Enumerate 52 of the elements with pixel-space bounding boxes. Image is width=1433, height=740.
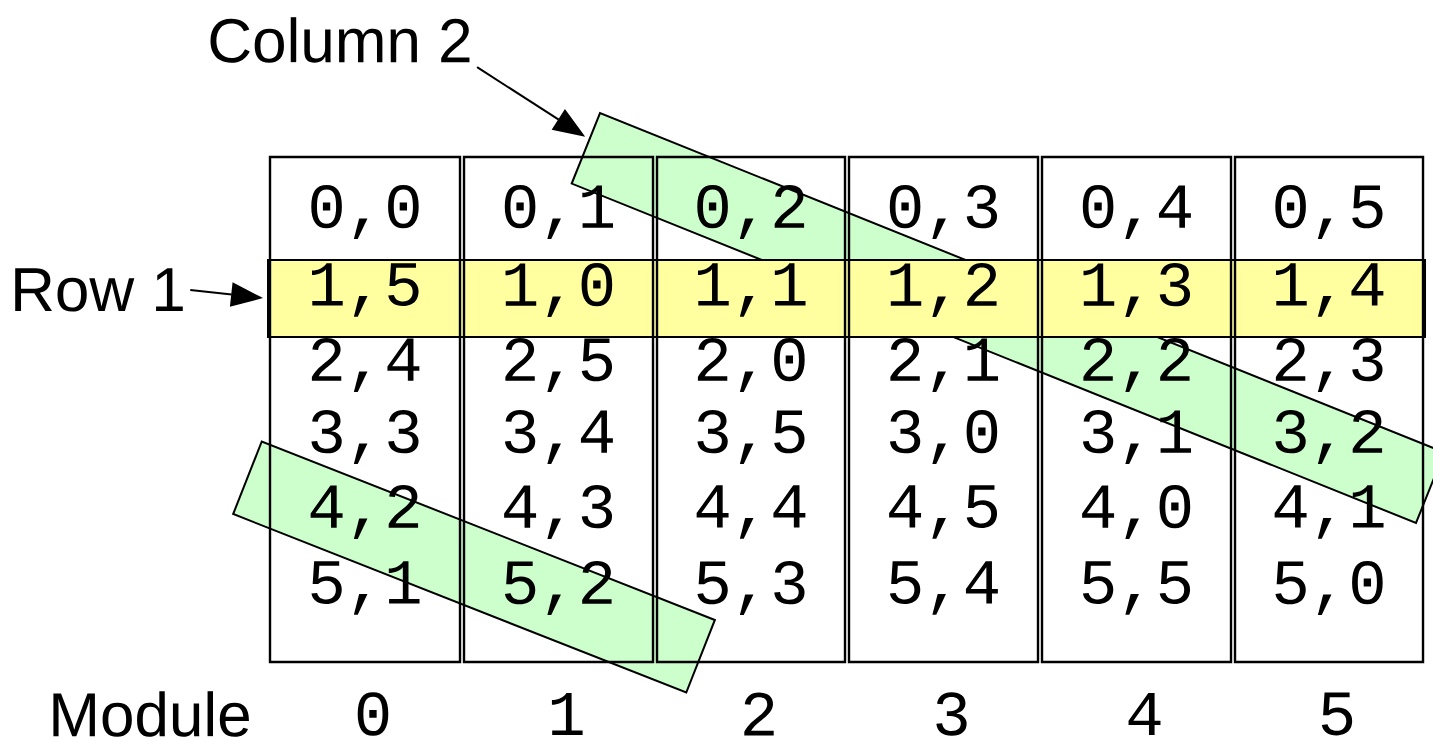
cell-text: 3,3 — [311, 409, 419, 465]
cell-text: 3,4 — [504, 409, 613, 465]
callout-text: Row 1 — [15, 268, 183, 312]
cell-text: 1,4 — [1276, 263, 1384, 317]
cell-text: 0,1 — [504, 184, 613, 240]
cell-text: 1,3 — [1083, 262, 1191, 318]
module-column — [268, 155, 462, 664]
cell-text: 3,5 — [697, 409, 805, 465]
cell-text: 5,3 — [697, 560, 805, 616]
cell-text: 4,1 — [1274, 485, 1384, 539]
cell-text: 0,3 — [889, 184, 998, 240]
cell-text: 4,0 — [1082, 484, 1191, 540]
cell-text: 5,5 — [1082, 561, 1191, 615]
cell-text: 0,4 — [1082, 184, 1191, 240]
cell-text: 1,0 — [505, 262, 613, 318]
cell-text: 0,2 — [697, 184, 805, 240]
cell-text: 0,5 — [1275, 184, 1383, 240]
cell-text: 3,0 — [889, 409, 998, 465]
cell-text: 5,4 — [889, 561, 998, 615]
cell-text: 4,5 — [889, 485, 998, 539]
cell-text: 4,2 — [310, 484, 419, 540]
cell-text: 2,4 — [311, 337, 420, 393]
module-number: 4 — [1128, 692, 1161, 736]
cell-text: 5,2 — [504, 560, 612, 616]
cell-text: 2,3 — [1275, 337, 1383, 393]
cell-text: 2,1 — [890, 337, 998, 393]
axis-label: Module — [53, 691, 249, 737]
module-column — [847, 155, 1040, 664]
cell-text: 2,2 — [1083, 337, 1190, 393]
cell-text: 0,0 — [311, 184, 419, 240]
cell-text: 4,4 — [696, 485, 806, 539]
module-number: 3 — [936, 692, 967, 736]
module-number: 5 — [1321, 692, 1353, 736]
cell-text: 1,5 — [312, 263, 419, 317]
cell-text: 2,0 — [697, 337, 805, 393]
callout-text: Column 2 — [210, 17, 470, 63]
cell-text: 3,2 — [1275, 409, 1383, 465]
module-number: 2 — [744, 692, 774, 736]
module-column — [1040, 155, 1233, 664]
cell-text: 3,1 — [1082, 409, 1191, 465]
module-number: 1 — [551, 692, 583, 736]
cell-text: 4,3 — [504, 484, 613, 540]
cell-text: 2,5 — [505, 337, 613, 393]
module-column — [462, 155, 655, 664]
highlight-band — [267, 259, 1426, 338]
cell-text: 1,1 — [698, 263, 806, 317]
module-column — [1233, 155, 1425, 664]
cell-text: 5,1 — [311, 561, 420, 615]
cell-text: 5,0 — [1275, 560, 1383, 616]
module-number: 0 — [357, 692, 389, 736]
cell-text: 1,2 — [890, 262, 997, 318]
module-column — [655, 155, 847, 664]
